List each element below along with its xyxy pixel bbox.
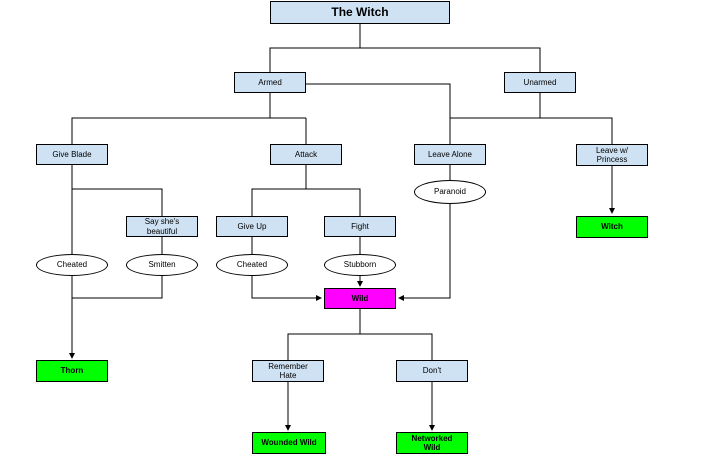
node-leave-with-princess: Leave w/ Princess bbox=[576, 144, 648, 166]
node-cheated-right: Cheated bbox=[216, 254, 288, 276]
connector-armed-branches bbox=[71, 93, 271, 144]
connector-paranoid-wild bbox=[398, 204, 451, 301]
node-unarmed: Unarmed bbox=[504, 72, 576, 93]
node-fight: Fight bbox=[324, 216, 396, 237]
node-the-witch: The Witch bbox=[270, 1, 450, 24]
connector-cheated-wild bbox=[251, 276, 322, 301]
node-give-blade: Give Blade bbox=[36, 144, 108, 165]
node-cheated-left: Cheated bbox=[36, 254, 108, 276]
node-remember-hate: Remember Hate bbox=[252, 360, 324, 382]
connector-attack-branches bbox=[251, 165, 307, 216]
node-smitten: Smitten bbox=[126, 254, 198, 276]
node-wild: Wild bbox=[324, 288, 396, 309]
node-thorn: Thorn bbox=[36, 360, 108, 382]
node-armed: Armed bbox=[234, 72, 306, 93]
connector-armed-leave-alone bbox=[306, 83, 451, 144]
connector-root-branches bbox=[269, 24, 361, 72]
connector-unarmed-leave-princess bbox=[540, 117, 613, 144]
node-paranoid: Paranoid bbox=[414, 180, 486, 204]
connector-wild-dont bbox=[360, 333, 433, 360]
node-stubborn: Stubborn bbox=[324, 254, 396, 276]
node-attack: Attack bbox=[270, 144, 342, 165]
connector-smitten-merge bbox=[72, 276, 163, 299]
connector-unarmed-branches bbox=[450, 93, 541, 119]
connector-wild-branches bbox=[287, 309, 361, 360]
node-networked-wild: Networked Wild bbox=[396, 432, 468, 454]
connector-give-blade-say-beautiful bbox=[72, 188, 163, 216]
node-give-up: Give Up bbox=[216, 216, 288, 237]
node-say-beautiful: Say she's beautiful bbox=[126, 216, 198, 237]
node-witch-ending: Witch bbox=[576, 216, 648, 238]
node-dont: Don't bbox=[396, 360, 468, 382]
node-wounded-wild: Wounded Wild bbox=[252, 432, 326, 454]
connector-attack-fight bbox=[306, 188, 361, 216]
connector-root-unarmed bbox=[360, 47, 541, 72]
node-leave-alone: Leave Alone bbox=[414, 144, 486, 165]
